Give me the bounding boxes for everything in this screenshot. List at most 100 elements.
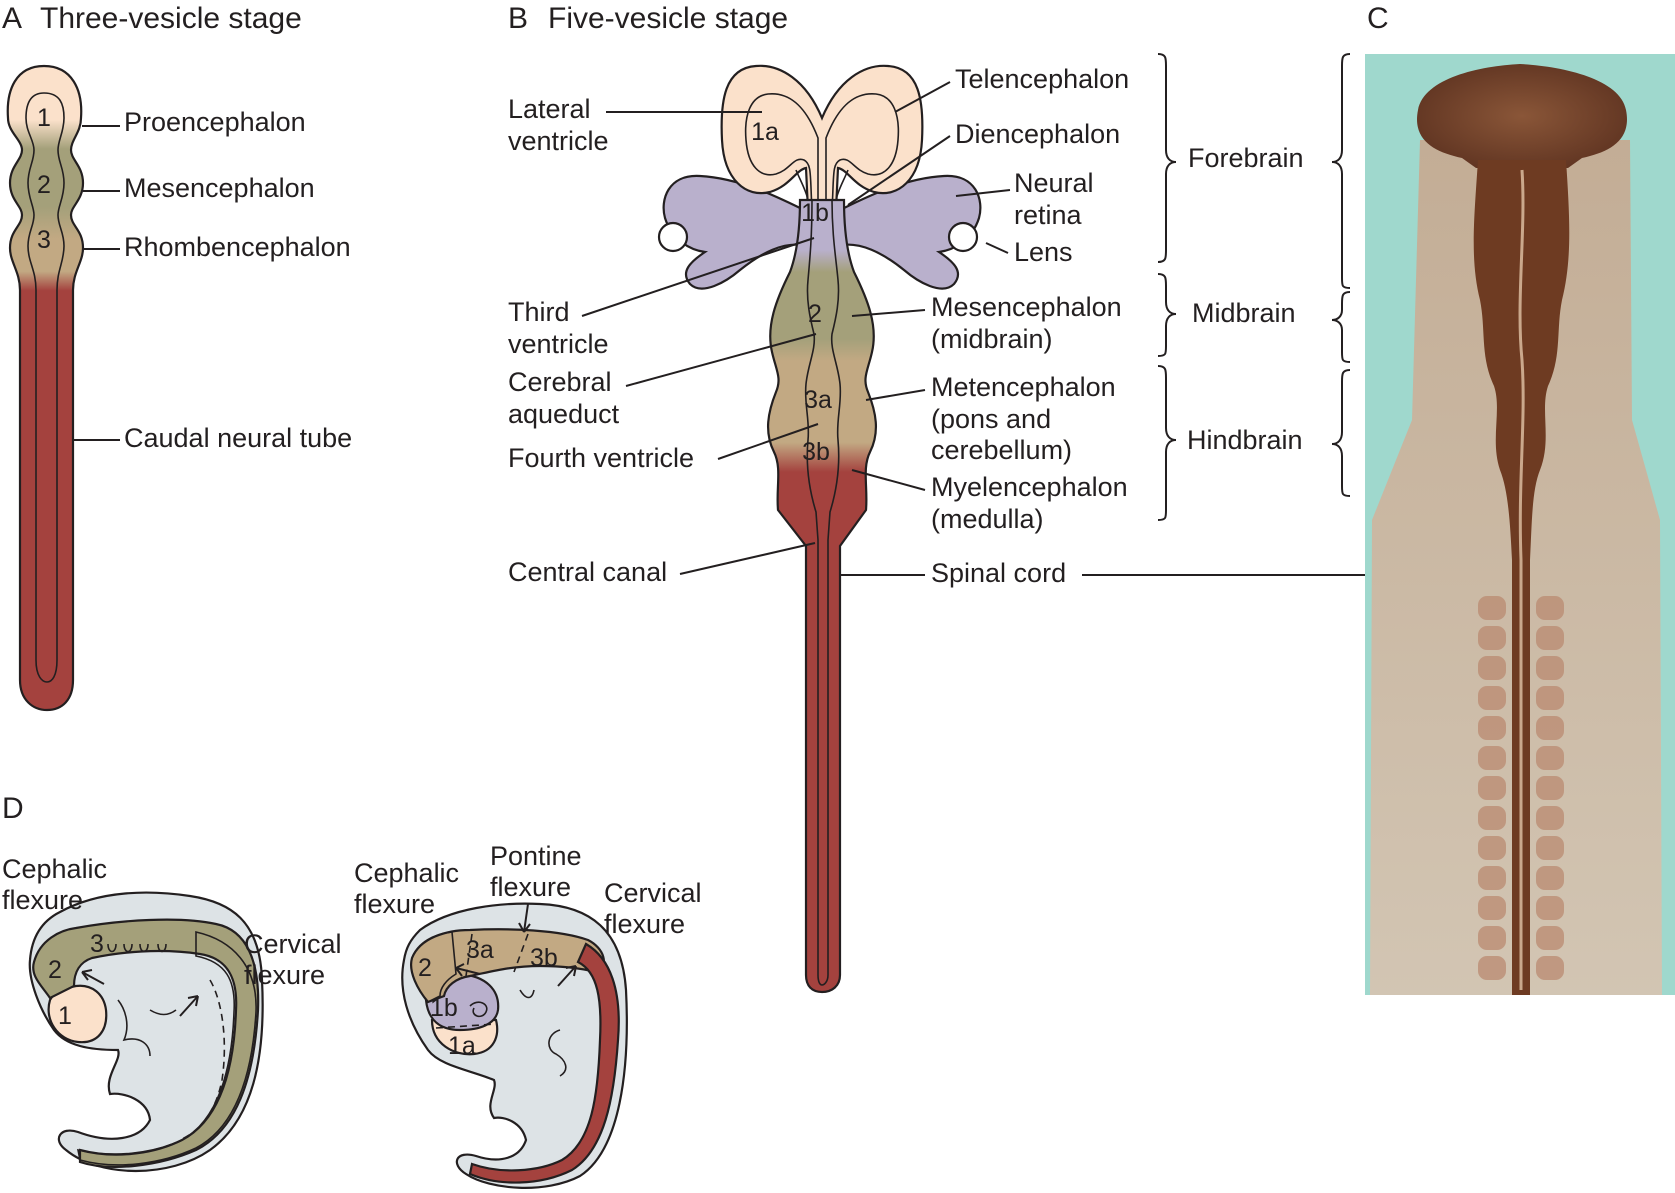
somite-left	[1478, 956, 1506, 980]
panel-a-letter: A	[2, 2, 22, 35]
embryo-late: 3a 3b 2 1b 1a	[401, 902, 628, 1189]
panel-d: D 3 2 1 Cephalic flexure Cervical flexur…	[2, 792, 702, 1189]
panel-c: C	[1365, 2, 1675, 995]
neural-retina-leader	[955, 189, 1011, 197]
somite-right	[1536, 836, 1564, 860]
embryo-early-arrow-cephalic	[81, 969, 105, 985]
embryo-late-pharynx	[519, 989, 567, 1077]
vesicle-1-number: 1	[37, 104, 51, 132]
somite-left	[1478, 926, 1506, 950]
somite-left	[1478, 716, 1506, 740]
lens-label: Lens	[1014, 237, 1073, 267]
embryo-late-number-2: 2	[418, 954, 432, 982]
somite-left	[1478, 656, 1506, 680]
cervical-flexure-left-2: flexure	[244, 960, 325, 990]
mesencephalon-b-leader	[851, 309, 926, 317]
fourth-ventricle-leader	[717, 423, 819, 460]
vesicle-3-number: 3	[37, 226, 51, 254]
embryo-late-dash-3	[435, 1023, 497, 1029]
left-optic-cup	[662, 174, 810, 290]
embryo-late-number-3a: 3a	[466, 936, 494, 964]
somite-right	[1536, 716, 1564, 740]
vesicle-1a-number: 1a	[751, 118, 779, 146]
telencephalon-leader	[894, 81, 951, 113]
cerebral-aqueduct-label-1: Cerebral	[508, 367, 612, 397]
embryo-late-number-3b: 3b	[530, 944, 558, 972]
forebrain-label: Forebrain	[1188, 143, 1304, 173]
midbrain-label: Midbrain	[1192, 298, 1296, 328]
metencephalon-label-3: cerebellum)	[931, 435, 1072, 465]
cerebral-aqueduct-label-2: aqueduct	[508, 399, 620, 429]
diencephalon-leader	[847, 135, 951, 206]
proencephalon-label: Proencephalon	[124, 107, 306, 137]
somite-right	[1536, 746, 1564, 770]
embryo-late-curl	[469, 1001, 488, 1018]
myelencephalon-label-1: Myelencephalon	[931, 472, 1128, 502]
telencephalon-label: Telencephalon	[955, 64, 1129, 94]
fourth-ventricle-label: Fourth ventricle	[508, 443, 694, 473]
myelencephalon-label-2: (medulla)	[931, 504, 1044, 534]
embryo-early-number-2: 2	[48, 956, 62, 984]
diencephalon-wall	[795, 169, 849, 201]
somite-left	[1478, 746, 1506, 770]
embryo-early-spinal	[76, 931, 257, 1166]
embryo-late-arrow-pontine	[518, 903, 531, 933]
embryo-photo-head	[1417, 64, 1627, 168]
lens-leader	[985, 242, 1009, 254]
vesicle-3b-number: 3b	[802, 438, 830, 466]
embryo-early-outline	[28, 891, 264, 1172]
somite-right	[1536, 866, 1564, 890]
third-ventricle-label-1: Third	[508, 297, 570, 327]
cervical-flexure-left-1: Cervical	[244, 929, 342, 959]
somite-left	[1478, 596, 1506, 620]
right-optic-cup	[834, 174, 982, 290]
forebrain-brace	[1157, 53, 1177, 263]
hindbrain-label: Hindbrain	[1187, 425, 1303, 455]
panel-b: B Five-vesicle stage 1a 1b 2 3a 3b Later…	[508, 2, 1500, 994]
metencephalon-label-2: (pons and	[931, 404, 1051, 434]
cervical-flexure-right-1: Cervical	[604, 878, 702, 908]
three-vesicle-lumen	[25, 92, 65, 683]
somite-left	[1478, 866, 1506, 890]
midbrain-photo-brace	[1331, 291, 1351, 363]
cephalic-flexure-left-2: flexure	[2, 885, 83, 915]
vesicle-3a-number: 3a	[804, 386, 832, 414]
embryo-early-dash	[179, 979, 226, 1141]
somite-left	[1478, 686, 1506, 710]
hindbrain-photo-brace	[1331, 369, 1351, 497]
cervical-flexure-right-2: flexure	[604, 909, 685, 939]
embryo-late-midbrain	[410, 931, 457, 1003]
third-ventricle-leader	[581, 237, 815, 317]
central-canal-leader	[679, 542, 816, 575]
vesicle-1b-number: 1b	[801, 199, 829, 227]
embryo-early-number-3: 3	[90, 930, 104, 958]
left-lens	[657, 221, 689, 253]
forebrain-photo-brace	[1331, 53, 1351, 289]
embryo-late-number-1b: 1b	[430, 994, 458, 1022]
lateral-ventricle-right	[825, 93, 900, 211]
three-vesicle-tube	[6, 64, 85, 712]
somite-right	[1536, 686, 1564, 710]
metencephalon-label-1: Metencephalon	[931, 372, 1116, 402]
somite-left	[1478, 626, 1506, 650]
embryo-late-arrow-cervical	[557, 965, 577, 987]
hindbrain-brace	[1157, 365, 1177, 521]
lateral-ventricle-label-2: ventricle	[508, 126, 609, 156]
myelencephalon-leader	[851, 469, 926, 491]
lateral-ventricle-label-1: Lateral	[508, 94, 591, 124]
embryo-early: 3 2 1	[28, 891, 264, 1172]
somite-right	[1536, 626, 1564, 650]
cephalic-flexure-left-1: Cephalic	[2, 854, 107, 884]
rhombencephalon-label: Rhombencephalon	[124, 232, 351, 262]
mesencephalon-b-label-1: Mesencephalon	[931, 292, 1122, 322]
embryo-early-rhombomeres	[107, 943, 167, 953]
spinal-cord-label: Spinal cord	[931, 558, 1066, 588]
embryo-photo-somites	[1478, 596, 1564, 980]
midbrain-brace	[1157, 273, 1177, 357]
cephalic-flexure-right-2: flexure	[354, 889, 435, 919]
somite-left	[1478, 896, 1506, 920]
somite-right	[1536, 806, 1564, 830]
embryo-early-arrow-cervical	[179, 995, 199, 1017]
third-ventricle-label-2: ventricle	[508, 329, 609, 359]
